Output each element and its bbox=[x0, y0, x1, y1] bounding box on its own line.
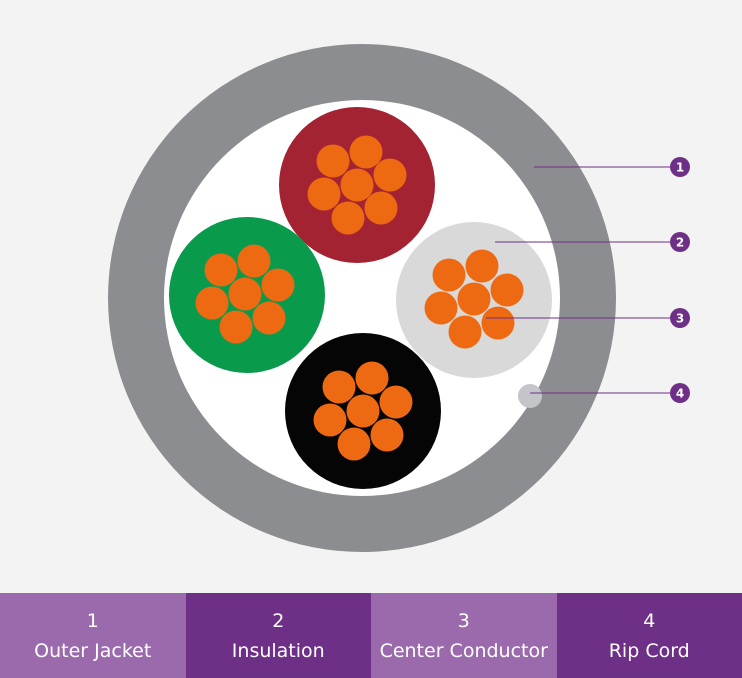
callout-lines bbox=[486, 166, 670, 394]
callout-badge-1: 1 bbox=[670, 157, 690, 177]
conductor-strand bbox=[337, 427, 371, 461]
legend-number: 2 bbox=[272, 609, 285, 632]
conductor-strand bbox=[307, 177, 341, 211]
conductor-strand bbox=[424, 291, 458, 325]
callout-number-2: 2 bbox=[676, 236, 684, 250]
callout-badge-circle bbox=[670, 308, 690, 328]
conductor-strand bbox=[448, 315, 482, 349]
wire-green bbox=[169, 217, 325, 373]
conductor-strand bbox=[481, 306, 515, 340]
conductor-strand bbox=[261, 268, 295, 302]
legend-label: Insulation bbox=[231, 639, 325, 662]
callout-badge-3: 3 bbox=[670, 308, 690, 328]
conductor-strands-light-grey bbox=[424, 249, 524, 349]
conductor-strand bbox=[204, 253, 238, 287]
conductor-strand bbox=[252, 301, 286, 335]
conductor-strand bbox=[346, 394, 380, 428]
legend-label: Center Conductor bbox=[379, 639, 548, 662]
conductor-strand bbox=[331, 201, 365, 235]
callout-number-3: 3 bbox=[676, 312, 684, 326]
conductor-strand bbox=[465, 249, 499, 283]
legend-item-center-conductor: 3 Center Conductor bbox=[371, 593, 557, 678]
conductor-strand bbox=[457, 282, 491, 316]
cable-diagram: 1 2 3 4 bbox=[108, 44, 690, 552]
conductor-strand bbox=[432, 258, 466, 292]
conductor-strand bbox=[322, 370, 356, 404]
conductor-strands-black bbox=[313, 361, 413, 461]
callout-badge-2: 2 bbox=[670, 232, 690, 252]
wire-red bbox=[279, 107, 435, 263]
conductor-strand bbox=[364, 191, 398, 225]
callout-number-4: 4 bbox=[676, 387, 684, 401]
legend-bar: 1 Outer Jacket 2 Insulation 3 Center Con… bbox=[0, 593, 742, 678]
wire-black bbox=[285, 333, 441, 489]
conductor-strand bbox=[340, 168, 374, 202]
conductor-strand bbox=[379, 385, 413, 419]
conductor-strand bbox=[313, 403, 347, 437]
conductor-strand bbox=[228, 277, 262, 311]
legend-item-rip-cord: 4 Rip Cord bbox=[556, 593, 742, 678]
wire-light-grey bbox=[396, 222, 552, 378]
conductor-strand bbox=[195, 286, 229, 320]
legend-number: 4 bbox=[643, 609, 656, 632]
legend-number: 3 bbox=[457, 609, 470, 632]
legend-number: 1 bbox=[86, 609, 99, 632]
conductor-strand bbox=[219, 310, 253, 344]
conductor-strand bbox=[349, 135, 383, 169]
legend-label: Rip Cord bbox=[608, 639, 690, 662]
conductor-strands-green bbox=[195, 244, 295, 344]
callout-badge-circle bbox=[670, 383, 690, 403]
callout-badge-4: 4 bbox=[670, 383, 690, 403]
conductor-strand bbox=[370, 418, 404, 452]
callout-badge-circle bbox=[670, 157, 690, 177]
legend-item-outer-jacket: 1 Outer Jacket bbox=[0, 593, 186, 678]
conductor-strand bbox=[316, 144, 350, 178]
callout-badge-circle bbox=[670, 232, 690, 252]
legend-label: Outer Jacket bbox=[34, 639, 152, 662]
conductor-strand bbox=[355, 361, 389, 395]
cable-core-filler bbox=[164, 100, 560, 496]
callout-number-1: 1 bbox=[676, 161, 684, 175]
conductor-strand bbox=[490, 273, 524, 307]
rip-cord bbox=[518, 384, 542, 408]
conductor-strand bbox=[237, 244, 271, 278]
conductor-strands-red bbox=[307, 135, 407, 235]
legend-item-insulation: 2 Insulation bbox=[185, 593, 371, 678]
conductor-strand bbox=[373, 158, 407, 192]
